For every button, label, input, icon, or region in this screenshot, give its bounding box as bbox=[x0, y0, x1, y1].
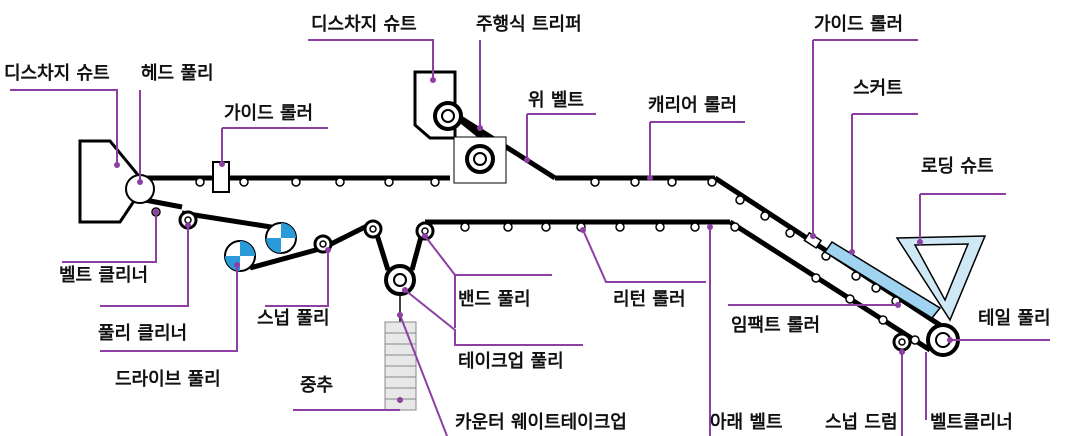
label-carrier-roller: 캐리어 롤러 bbox=[648, 95, 738, 116]
label-counter-weight-takeup: 카운터 웨이트테이크업 bbox=[455, 412, 627, 433]
label-lower-belt: 아래 벨트 bbox=[710, 412, 783, 433]
label-return-roller: 리턴 롤러 bbox=[613, 289, 686, 310]
upper-belt bbox=[140, 105, 942, 328]
label-head-pulley: 헤드 풀리 bbox=[141, 63, 214, 84]
label-guide-roller-top: 가이드 롤러 bbox=[814, 14, 904, 35]
drive-pulley-1 bbox=[224, 240, 256, 272]
skirt bbox=[823, 240, 942, 319]
label-snub-pulley: 스넙 풀리 bbox=[257, 308, 330, 329]
label-snub-drum: 스넙 드럼 bbox=[825, 412, 898, 433]
label-counterweight: 중추 bbox=[300, 375, 334, 396]
label-bend-pulley: 밴드 풀리 bbox=[458, 289, 531, 310]
label-tail-pulley: 테일 풀리 bbox=[978, 308, 1051, 329]
label-guide-roller-left: 가이드 롤러 bbox=[224, 103, 314, 124]
label-belt-cleaner-right: 벨트클리너 bbox=[930, 412, 1013, 433]
label-discharge-chute-left: 디스차지 슈트 bbox=[4, 63, 110, 84]
leader-lines bbox=[10, 39, 1050, 436]
leader-dots bbox=[114, 77, 953, 403]
label-loading-chute: 로딩 슈트 bbox=[921, 156, 994, 177]
label-skirt: 스커트 bbox=[853, 78, 903, 99]
carrier-rollers bbox=[195, 177, 901, 306]
drive-pulley-2 bbox=[265, 222, 297, 254]
loading-chute-inner bbox=[913, 243, 970, 302]
label-belt-cleaner-left: 벨트 클리너 bbox=[59, 265, 149, 286]
label-pulley-cleaner: 풀리 클리너 bbox=[98, 323, 188, 344]
label-upper-belt: 위 벨트 bbox=[528, 90, 584, 111]
label-tripper: 주행식 트리퍼 bbox=[476, 14, 582, 35]
counterweight bbox=[384, 321, 417, 411]
label-drive-pulley: 드라이브 풀리 bbox=[115, 369, 221, 390]
label-impact-roller: 임팩트 롤러 bbox=[731, 315, 821, 336]
label-discharge-chute-top: 디스차지 슈트 bbox=[311, 14, 417, 35]
label-takeup-pulley: 테이크업 풀리 bbox=[458, 351, 564, 372]
